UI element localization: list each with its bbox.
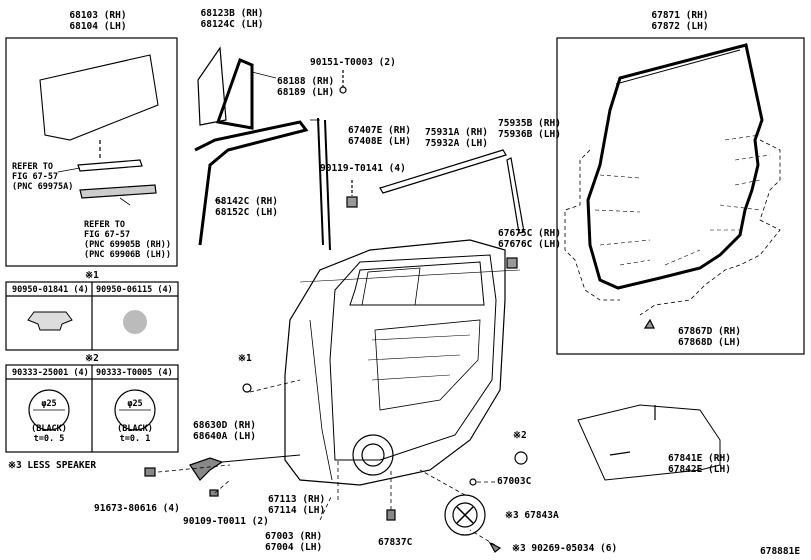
refer-note-2-line-4: (PNC 69906B (LH)) xyxy=(84,250,171,260)
screw4-label: 90119-T0141 (4) xyxy=(320,163,406,174)
weatherstrip-clip-label-lh: 67868D (LH) xyxy=(678,337,741,348)
clip-label: 90151-T0003 (2) xyxy=(310,57,396,68)
plug-label: 67003C xyxy=(497,476,532,487)
channel-label-lh: 67408E (LH) xyxy=(348,136,411,147)
door-panel-label: 67113 (RH) 67114 (LH) xyxy=(268,494,325,516)
sash-label-rh: 75935B (RH) xyxy=(498,118,561,129)
glass-label-rh: 68103 (RH) xyxy=(69,10,127,21)
door-check-label-lh: 68640A (LH) xyxy=(193,431,256,442)
plug-b-thickness: t=0. 1 xyxy=(119,434,151,444)
quarter-glass-label-rh: 68123B (RH) xyxy=(200,8,264,19)
weatherstrip-label-rh: 67871 (RH) xyxy=(651,10,709,21)
door-shell xyxy=(284,239,521,486)
refer-note-2-line-3: (PNC 69905B (RH)) xyxy=(84,240,171,250)
plug-b-label: 90333-T0005 (4) xyxy=(96,368,173,378)
quarter-seal-label-lh: 68189 (LH) xyxy=(277,87,335,98)
hinge-clip-label-rh: 67675C (RH) xyxy=(498,228,561,239)
belt-moulding-label: 75931A (RH) 75932A (LH) xyxy=(425,127,488,149)
hinge-clip-label: 67675C (RH) 67676C (LH) xyxy=(498,228,561,250)
weatherstrip-box-frame xyxy=(556,37,805,355)
run-channel-label-rh: 68142C (RH) xyxy=(215,196,278,207)
diagram-id: 678881E xyxy=(760,546,801,557)
sash-tape xyxy=(506,157,525,234)
plug-a-spec: (BLACK) t=0. 5 xyxy=(31,424,67,444)
belt-moulding xyxy=(379,149,507,194)
mark-2: ※2 xyxy=(513,430,527,441)
refer-note-2-line-1: REFER TO xyxy=(84,220,125,230)
belt-moulding-label-lh: 75932A (LH) xyxy=(425,138,488,149)
weatherstrip-clip-label: 67867D (RH) 67868D (LH) xyxy=(678,326,741,348)
plug-a-label: 90333-25001 (4) xyxy=(12,368,89,378)
less-speaker-note: ※3 LESS SPEAKER xyxy=(8,460,97,471)
belt-moulding-label-rh: 75931A (RH) xyxy=(425,127,488,138)
speaker-label: ※3 67843A xyxy=(505,510,559,521)
weatherstrip-clip-label-rh: 67867D (RH) xyxy=(678,326,741,337)
speaker-screw-label: ※3 90269-05034 (6) xyxy=(512,543,618,554)
plug-b-diameter: φ25 xyxy=(127,399,143,409)
clip-a-label: 90950-01841 (4) xyxy=(12,285,89,295)
glass-channel-strip xyxy=(77,159,143,172)
quarter-seal-label: 68188 (RH) 68189 (LH) xyxy=(277,76,334,98)
refer-note-2: REFER TO FIG 67-57 (PNC 69905B (RH)) (PN… xyxy=(84,220,171,260)
plug-b-spec: (BLACK) t=0. 1 xyxy=(117,424,153,444)
door-glass xyxy=(39,54,159,141)
plug-table-mark: ※2 xyxy=(85,353,99,364)
quarter-glass xyxy=(197,46,227,126)
speaker-opening xyxy=(352,434,394,476)
quarter-seal xyxy=(215,58,254,130)
run-channel-label: 68142C (RH) 68152C (LH) xyxy=(215,196,278,218)
cover-label-rh: 67841E (RH) xyxy=(668,453,731,464)
door-panel-label-lh: 67114 (LH) xyxy=(268,505,326,516)
sash-label: 75935B (RH) 75936B (LH) xyxy=(498,118,561,140)
glass-box-frame xyxy=(5,37,178,267)
refer-note-1: REFER TO FIG 67-57 (PNC 69975A) xyxy=(12,162,73,192)
service-hole-cover xyxy=(577,404,721,481)
clip-b-label: 90950-06115 (4) xyxy=(96,285,173,295)
quarter-seal-label-rh: 68188 (RH) xyxy=(277,76,335,87)
hinge-clip-label-lh: 67676C (LH) xyxy=(498,239,561,250)
door-panel-label-rh: 67113 (RH) xyxy=(268,494,326,505)
plug-b-color: (BLACK) xyxy=(117,424,153,434)
refer-note-2-line-2: FIG 67-57 xyxy=(84,230,131,240)
door-shell-label-lh: 67004 (LH) xyxy=(265,542,323,553)
mark-1: ※1 xyxy=(238,353,252,364)
door-weatherstrip xyxy=(586,43,764,290)
door-shell-label-rh: 67003 (RH) xyxy=(265,531,323,542)
glass-run-strip xyxy=(79,184,157,199)
channel-label: 67407E (RH) 67408E (LH) xyxy=(348,125,411,147)
cover-label: 67841E (RH) 67842E (LH) xyxy=(668,453,731,475)
screw-label: 90109-T0011 (2) xyxy=(183,516,269,527)
quarter-glass-label: 68123B (RH) 68124C (LH) xyxy=(201,8,264,30)
speaker xyxy=(444,494,486,536)
plug-a-color: (BLACK) xyxy=(31,424,67,434)
run-channel xyxy=(194,120,309,246)
bolt-label: 91673-80616 (4) xyxy=(94,503,180,514)
channel-label-rh: 67407E (RH) xyxy=(348,125,411,136)
weatherstrip-label-lh: 67872 (LH) xyxy=(651,21,709,32)
part-67837c-label: 67837C xyxy=(378,537,413,548)
cover-label-lh: 67842E (LH) xyxy=(668,464,731,475)
refer-note-1-line-3: (PNC 69975A) xyxy=(12,182,74,192)
plug-a-thickness: t=0. 5 xyxy=(33,434,65,444)
glass-label-lh: 68104 (LH) xyxy=(69,21,127,32)
door-shell-label: 67003 (RH) 67004 (LH) xyxy=(265,531,322,553)
door-check-label-rh: 68630D (RH) xyxy=(193,420,256,431)
clip-table-mark: ※1 xyxy=(85,270,99,281)
run-channel-label-lh: 68152C (LH) xyxy=(215,207,278,218)
weatherstrip-label: 67871 (RH) 67872 (LH) xyxy=(651,10,708,32)
quarter-glass-label-lh: 68124C (LH) xyxy=(200,19,264,30)
refer-note-1-line-2: FIG 67-57 xyxy=(12,172,59,182)
sash-label-lh: 75936B (LH) xyxy=(498,129,561,140)
glass-label: 68103 (RH) 68104 (LH) xyxy=(69,10,126,32)
door-check-label: 68630D (RH) 68640A (LH) xyxy=(193,420,256,442)
refer-note-1-line-1: REFER TO xyxy=(12,162,53,172)
plug-a-diameter: φ25 xyxy=(41,399,57,409)
